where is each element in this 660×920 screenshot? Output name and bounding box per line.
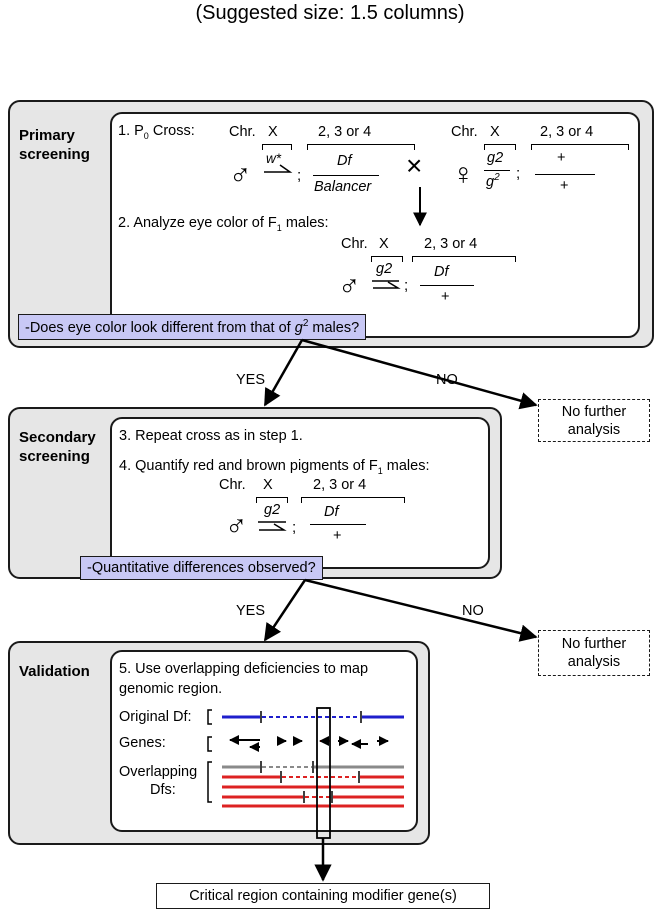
fraction-line-female-auto (535, 174, 595, 175)
autosome-label-secondary: 2, 3 or 4 (313, 477, 367, 493)
x-label-secondary: X (263, 477, 273, 493)
balancer-denominator: Balancer (314, 179, 372, 195)
validation-box (110, 650, 418, 832)
chr-label-female: Chr. (451, 124, 478, 140)
no-further-analysis-2: No further analysis (538, 630, 650, 676)
autosome-bracket-f1 (412, 256, 516, 262)
row-label-overlapping-1: Overlapping (119, 764, 198, 780)
male-x-genotype: w* (266, 151, 282, 166)
secondary-question: -Quantitative differences observed? (80, 556, 323, 580)
plus-denominator-secondary: + (333, 528, 342, 544)
yes-label-1: YES (236, 372, 266, 388)
autosome-bracket-female (531, 144, 629, 150)
semicolon-1: ; (297, 167, 302, 184)
no-arrow-1 (301, 338, 538, 410)
chr-label-secondary: Chr. (219, 477, 246, 493)
yes-label-2: YES (236, 603, 266, 619)
yes-arrow-2 (263, 579, 307, 642)
x-label-f1: X (379, 236, 389, 252)
step-1-label: 1. P0 Cross: (118, 123, 195, 141)
no-arrow-2 (304, 578, 538, 642)
row-label-overlapping-2: Dfs: (150, 782, 176, 798)
x-label-female: X (490, 124, 500, 140)
x-bracket-secondary (256, 497, 288, 503)
plus-denominator-female: + (560, 178, 569, 194)
row-label-original-df: Original Df: (119, 709, 192, 725)
semicolon-3: ; (404, 277, 409, 294)
fraction-line-f1 (420, 285, 474, 286)
x-bracket-female (484, 144, 516, 150)
plus-denominator-f1: + (441, 289, 450, 305)
autosome-bracket-male (307, 144, 415, 150)
x-label-male: X (268, 124, 278, 140)
autosome-label-female: 2, 3 or 4 (540, 124, 594, 140)
step-2-label: 2. Analyze eye color of F1 males: (118, 215, 329, 233)
g2-numerator-female: g2 (487, 150, 504, 166)
size-note: (Suggested size: 1.5 columns) (195, 2, 465, 24)
fraction-line-1 (313, 175, 379, 176)
fraction-line-female-x (484, 170, 510, 171)
male-symbol: ♂ (229, 159, 252, 192)
primary-screening-label: Primary screening (19, 127, 90, 163)
step-5-line-2: genomic region. (119, 681, 223, 697)
fraction-line-secondary (310, 524, 366, 525)
g2-denominator-female: g2 (486, 172, 500, 190)
female-symbol: ♀ (452, 158, 475, 191)
male-symbol-secondary: ♂ (225, 510, 248, 543)
df-numerator-f1: Df (434, 264, 449, 280)
f1-x-arrow (373, 281, 401, 289)
secondary-x-arrow (259, 523, 287, 531)
df-numerator-secondary: Df (324, 504, 339, 520)
yes-arrow-1 (263, 339, 304, 407)
primary-question: -Does eye color look different from that… (18, 314, 367, 340)
autosome-label-f1: 2, 3 or 4 (424, 236, 478, 252)
semicolon-4: ; (292, 519, 297, 536)
critical-window (316, 707, 331, 839)
semicolon-2: ; (516, 165, 521, 182)
df-numerator-1: Df (337, 153, 352, 169)
cross-symbol: × (406, 150, 423, 181)
no-further-analysis-1: No further analysis (538, 399, 650, 442)
male-x-arrow (264, 164, 293, 173)
critical-region-box: Critical region containing modifier gene… (156, 883, 490, 909)
plus-numerator-female: + (557, 150, 566, 166)
secondary-screening-box (110, 417, 490, 569)
male-symbol-f1: ♂ (338, 270, 361, 303)
chr-label-male: Chr. (229, 124, 256, 140)
chr-label-f1: Chr. (341, 236, 368, 252)
bracket-genes (207, 736, 212, 752)
autosome-label-male: 2, 3 or 4 (318, 124, 372, 140)
primary-screening-box (110, 112, 640, 338)
secondary-screening-label: Secondary screening (19, 429, 96, 465)
bracket-original (207, 709, 212, 725)
x-bracket-male (262, 144, 292, 150)
step-4-label: 4. Quantify red and brown pigments of F1… (119, 458, 430, 476)
step-3-label: 3. Repeat cross as in step 1. (119, 428, 303, 444)
step-5-line-1: 5. Use overlapping deficiencies to map (119, 661, 369, 677)
g2-f1: g2 (376, 261, 393, 277)
bracket-overlapping (207, 761, 212, 803)
validation-label: Validation (19, 663, 90, 680)
autosome-bracket-secondary (301, 497, 405, 503)
no-label-2: NO (462, 603, 484, 619)
x-bracket-f1 (371, 256, 403, 262)
g2-secondary: g2 (264, 502, 281, 518)
row-label-genes: Genes: (119, 735, 166, 751)
